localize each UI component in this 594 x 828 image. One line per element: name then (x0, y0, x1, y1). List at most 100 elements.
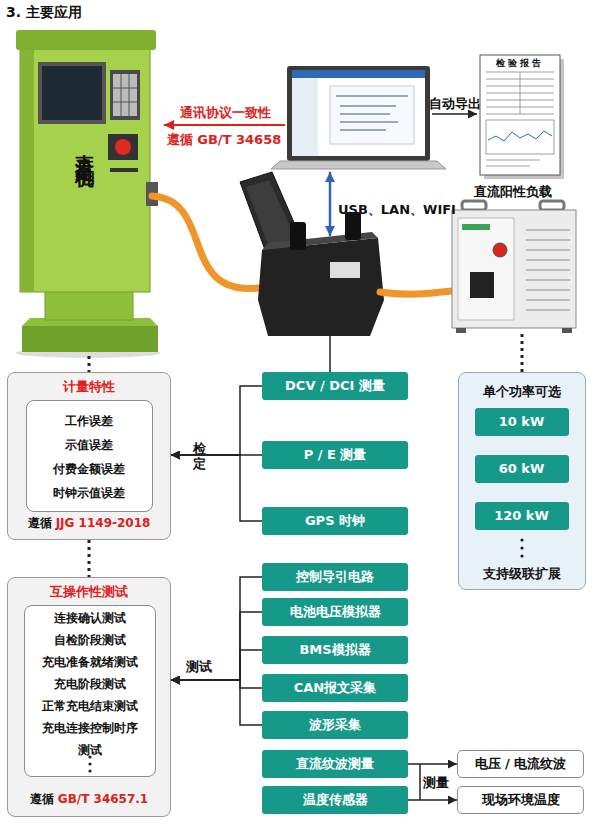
laptop-base (271, 161, 446, 169)
connector-arrow (171, 386, 262, 455)
function-label: 120 kW (494, 508, 549, 523)
report-title: 检验报告 (480, 57, 560, 70)
load-body (452, 210, 576, 328)
dotted-connector (521, 334, 524, 372)
footer-row: 遵循 JJG 1149-2018 (8, 515, 170, 532)
charger-side (20, 48, 34, 292)
connector-arrow (171, 650, 262, 680)
list-item: 正常充电结束测试 (25, 695, 155, 717)
measure-bracket (419, 764, 421, 800)
footer-row: 遵循GB/T 34657.1 (8, 791, 170, 808)
export-arrow (432, 113, 477, 115)
result-box: 电压 / 电流纹波 (457, 750, 584, 778)
laptop-titlebar (292, 70, 425, 78)
charger-key-grid (113, 74, 137, 116)
connector-arrow (408, 799, 457, 801)
report-chart (488, 131, 552, 141)
result-label: 电压 / 电流纹波 (475, 755, 567, 773)
function-box: CAN报文采集 (262, 674, 408, 702)
connector-arrow (171, 680, 262, 688)
charging-cable (152, 196, 258, 288)
protocol-arrow (164, 124, 285, 126)
charger-pedestal (45, 288, 133, 320)
function-box: 120 kW (475, 502, 569, 530)
charger-card-slot (110, 168, 138, 172)
annotation-label: 自动导出 (428, 95, 482, 113)
function-box: 温度传感器 (262, 786, 408, 814)
function-label: P / E 测量 (304, 446, 367, 464)
function-label: 波形采集 (309, 716, 361, 734)
laptop-screen (292, 70, 425, 156)
list-item: 充电阶段测试 (25, 673, 155, 695)
function-label: 直流纹波测量 (296, 755, 374, 773)
edge-group (89, 334, 522, 800)
charger-cap (16, 30, 156, 50)
load-foot (562, 328, 572, 333)
ellipsis-dot (520, 546, 523, 549)
result-label: 现场环境温度 (482, 791, 560, 809)
ellipsis-dot (520, 554, 523, 557)
standard-reference: JJG 1149-2018 (56, 516, 151, 530)
edge-label: 测试 (186, 658, 212, 676)
charger-screen-frame (38, 62, 106, 124)
dotted-connector (88, 356, 91, 372)
edge-label: 检定 (190, 431, 208, 459)
function-box: 60 kW (475, 455, 569, 483)
panel-text: 支持级联扩展 (459, 565, 585, 583)
device-connector (290, 222, 306, 250)
function-label: 10 kW (499, 414, 545, 429)
annotation-label: 遵循 GB/T 34658 (160, 131, 288, 149)
charger-keypad (110, 70, 140, 120)
charger-label: 直流充电机 (73, 138, 99, 158)
annotation-label: USB、LAN、WIFI (338, 201, 456, 219)
function-box: 10 kW (475, 408, 569, 436)
laptop-lid (287, 66, 430, 161)
laptop-dialog-lines (336, 96, 408, 130)
annotation-label: 通讯协议一致性 (168, 104, 282, 122)
load-vents (526, 230, 570, 310)
laptop-sidebar (292, 78, 318, 156)
list-item: 付费金额误差 (27, 457, 152, 481)
function-label: 温度传感器 (303, 791, 368, 809)
option-panel: 单个功率可选支持级联扩展 10 kW 60 kW 120 kW (458, 372, 586, 590)
report-page (480, 55, 560, 175)
list-box: 连接确认测试自检阶段测试充电准备就绪测试充电阶段测试正常充电结束测试充电连接控制… (24, 605, 156, 777)
charger-keys (113, 74, 137, 116)
function-box: 控制导引电路 (262, 563, 408, 591)
function-label: 60 kW (499, 461, 545, 476)
load-foot (456, 328, 466, 333)
laptop-dialog (330, 86, 414, 144)
device-display (330, 262, 360, 278)
load-handle (540, 201, 564, 210)
ellipsis-dot (88, 769, 91, 772)
list-item: 示值误差 (27, 433, 152, 457)
load-label: 直流阳性负载 (446, 183, 580, 201)
function-box: 电池电压模拟器 (262, 598, 408, 626)
list-item: 自检阶段测试 (25, 629, 155, 651)
charger-body (20, 48, 150, 292)
report-table (486, 72, 554, 114)
connector-arrow (408, 763, 457, 765)
standard-reference: 遵循 (28, 516, 52, 530)
load-socket (470, 272, 494, 298)
dotted-connector (88, 540, 91, 577)
standard-reference: 遵循 (30, 792, 54, 806)
connector-arrow (171, 455, 262, 521)
ellipsis-dot (88, 755, 91, 758)
function-label: 电池电压模拟器 (290, 603, 381, 621)
group-panel: 计量特性遵循JJG 1149-2018工作误差示值误差付费金额误差时钟示值误差 (7, 372, 171, 540)
function-box: 波形采集 (262, 711, 408, 739)
device-body (258, 238, 384, 336)
list-item: 连接确认测试 (25, 607, 155, 629)
panel-text: 单个功率可选 (459, 383, 585, 401)
function-box: 直流纹波测量 (262, 750, 408, 778)
function-label: BMS模拟器 (299, 641, 370, 659)
data-link-arrow (329, 172, 332, 236)
function-box: GPS 时钟 (262, 507, 408, 535)
function-label: 控制导引电路 (296, 568, 374, 586)
connector-arrow (171, 680, 262, 725)
charger-illustration: 直流充电机 (15, 28, 163, 356)
function-box: DCV / DCI 测量 (262, 372, 408, 400)
charger-screen (42, 66, 102, 120)
